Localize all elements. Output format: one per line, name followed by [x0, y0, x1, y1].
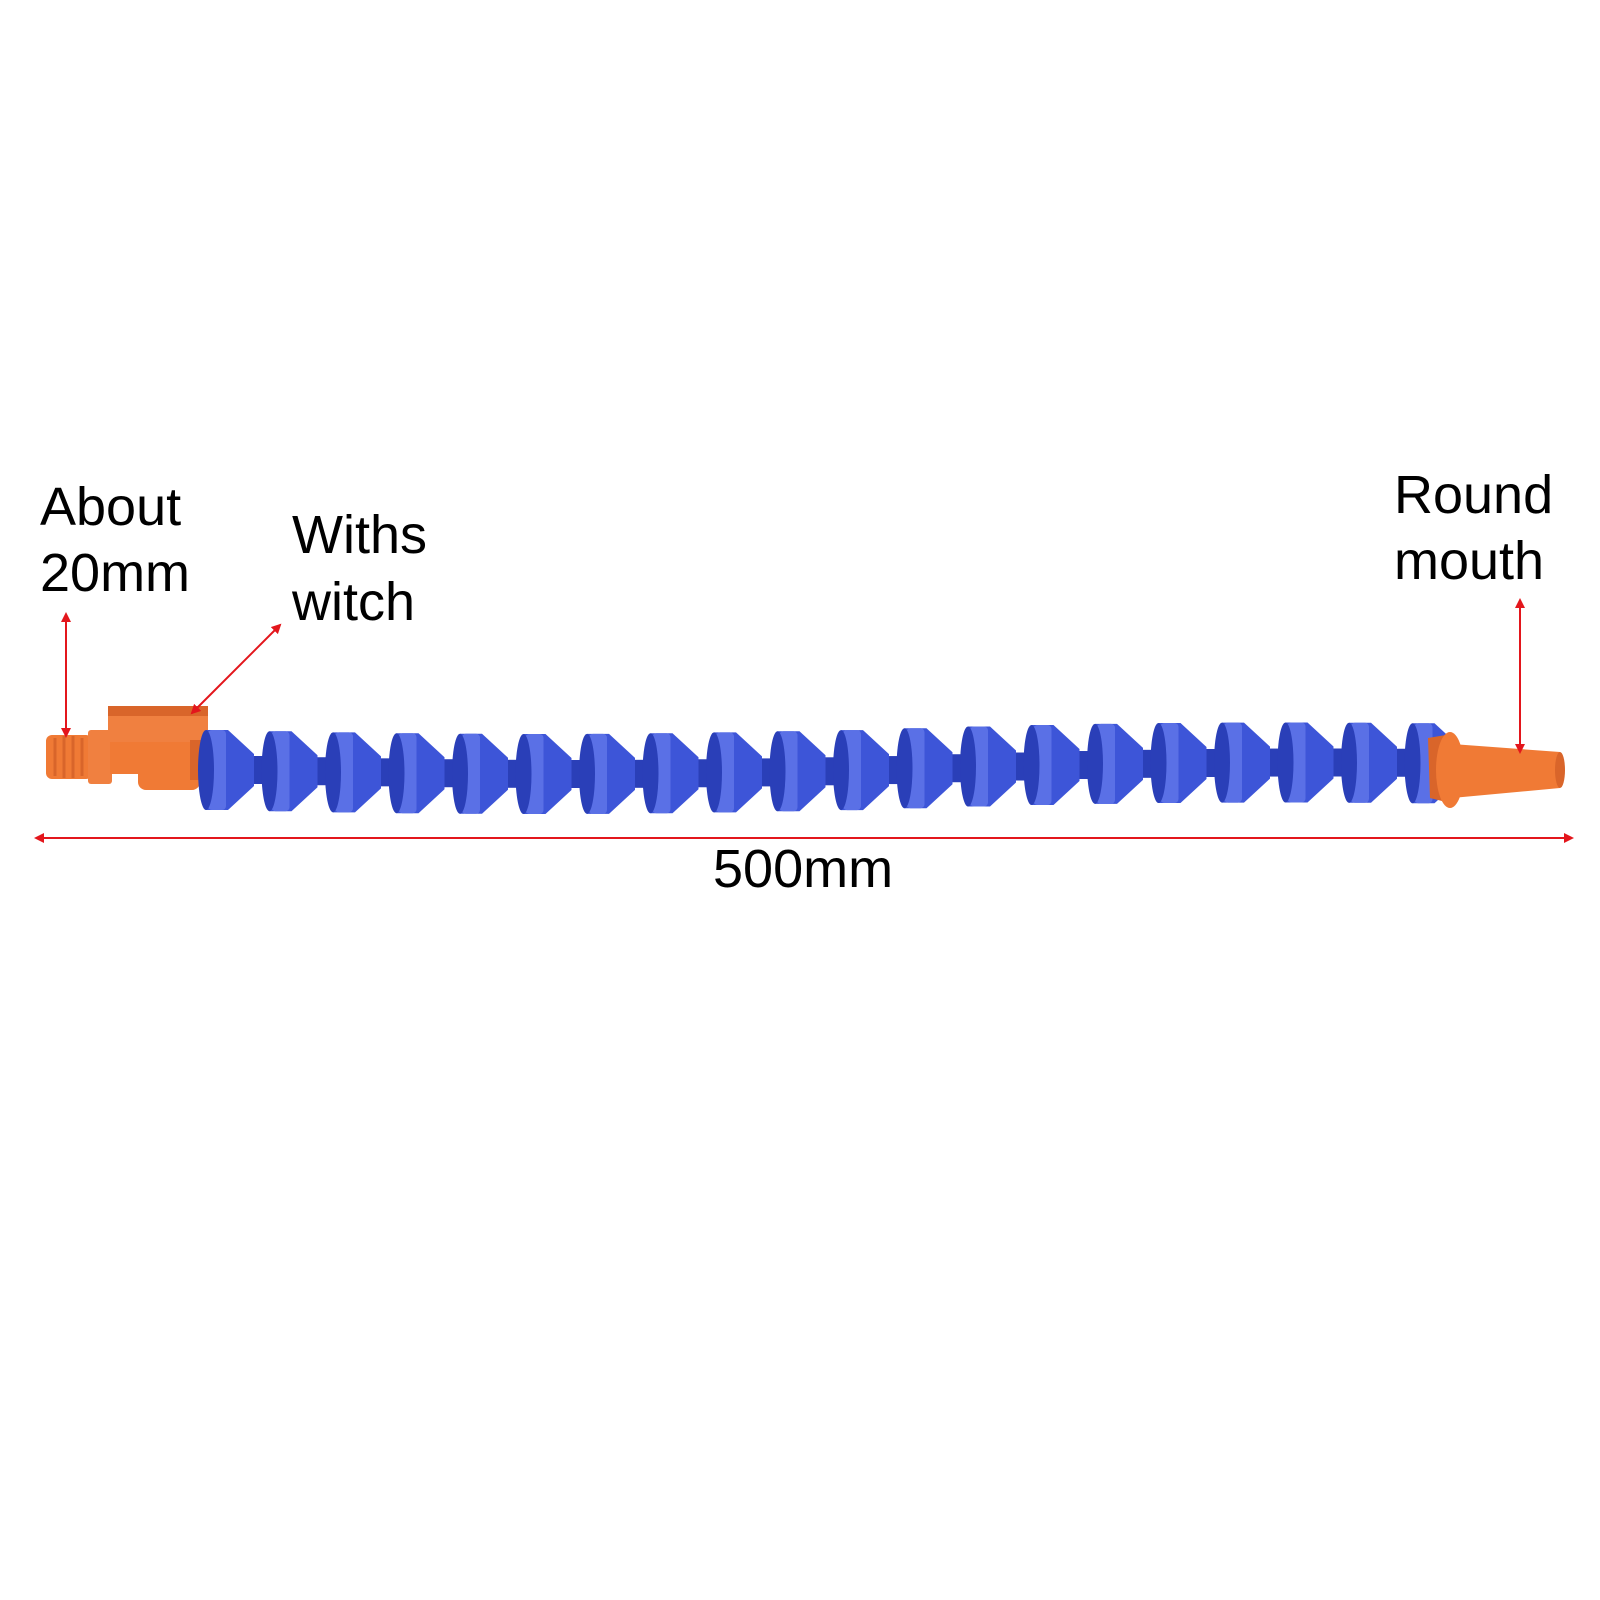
hose-segment: [261, 731, 336, 812]
hose-segment: [388, 733, 463, 814]
coolant-hose: [46, 706, 1565, 814]
nozzle-label-line2: mouth: [1394, 531, 1545, 591]
hose-segment: [896, 728, 971, 809]
hose-segment: [325, 732, 399, 813]
hose-segments: [198, 722, 1479, 814]
nozzle-label-line1: Round: [1394, 465, 1554, 525]
round-nozzle-icon: [1428, 732, 1565, 808]
switch-label-line1: Withs: [292, 505, 427, 565]
hose-segment: [1087, 723, 1161, 804]
hose-segment: [960, 726, 1034, 807]
hose-segment: [706, 732, 780, 813]
switch-pointer: [190, 623, 282, 715]
total-length-label: 500mm: [713, 839, 894, 899]
hose-segment: [515, 733, 590, 814]
hose-segment: [833, 730, 907, 811]
switch-label-line2: witch: [292, 572, 416, 632]
hose-segment: [452, 733, 526, 814]
hose-segment: [1023, 725, 1098, 806]
inlet-size-label-line2: 20mm: [40, 543, 191, 603]
hose-segment: [1150, 723, 1225, 804]
ball-valve-switch-icon: [108, 706, 210, 790]
hose-segment: [198, 730, 272, 810]
hose-segment: [1277, 722, 1352, 803]
hose-segment: [769, 731, 844, 812]
hose-segment: [1341, 722, 1415, 803]
hose-segment: [579, 733, 653, 814]
hose-segment: [1214, 722, 1288, 803]
inlet-size-label-line1: About: [40, 477, 182, 537]
hose-segment: [642, 733, 717, 814]
